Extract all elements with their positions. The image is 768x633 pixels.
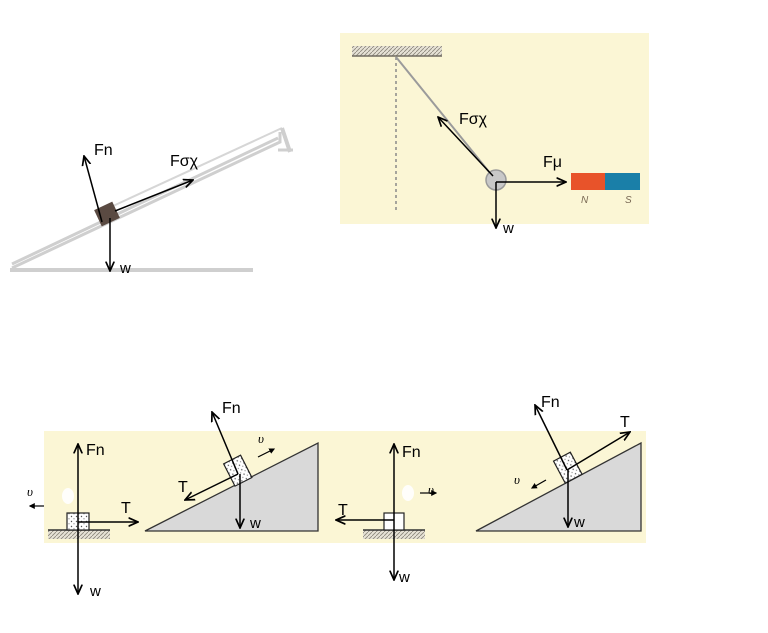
normal-force-arrow [535, 405, 568, 471]
block [94, 201, 120, 227]
weight-label: w [249, 515, 261, 532]
velocity-label: υ [514, 472, 520, 487]
tension-label: T [178, 479, 188, 496]
table-block-right-diagram: υ Fn T w [336, 444, 438, 586]
rope-force-label: Fσχ [170, 153, 199, 170]
velocity-arrow [257, 448, 276, 458]
smoke-puff [402, 485, 414, 501]
normal-force-arrow [84, 156, 103, 223]
wedge [144, 441, 319, 532]
panel-background [340, 33, 649, 224]
rope-force-arrow [114, 180, 193, 212]
tension-label: T [620, 414, 630, 431]
wedge-block-down-diagram: υ Fn T w [475, 394, 642, 532]
ramp-surface [11, 132, 282, 270]
tension-arrow [185, 473, 239, 500]
normal-force-label: Fn [222, 400, 241, 417]
tension-arrow [566, 432, 630, 471]
magnetic-force-label: Fμ [543, 154, 562, 171]
ramp-block-diagram: Fn Fσχ w [10, 127, 293, 277]
weight-label: w [573, 514, 585, 531]
ramp-end-post [280, 127, 292, 153]
normal-force-label: Fn [86, 442, 105, 459]
block [552, 451, 583, 484]
magnet-north-label: N [581, 195, 589, 206]
table-surface [48, 530, 110, 539]
ceiling [352, 46, 442, 56]
rope-force-label: Fσχ [459, 111, 488, 128]
normal-force-arrow [212, 412, 239, 475]
normal-force-label: Fn [402, 444, 421, 461]
weight-label: w [119, 260, 131, 277]
pendulum-magnet-diagram: N S Fσχ Fμ w [340, 33, 649, 237]
velocity-arrow [530, 479, 547, 489]
velocity-label: υ [27, 484, 33, 499]
magnet-south [605, 173, 640, 190]
velocity-label: υ [258, 431, 264, 446]
smoke-puff [62, 488, 74, 504]
rope-force-arrow [438, 117, 494, 177]
tension-label: T [121, 500, 131, 517]
ramp-top-edge [99, 127, 283, 213]
magnet-south-label: S [625, 195, 632, 206]
magnet-north [571, 173, 605, 190]
wedge-block-up-diagram: υ Fn T w [144, 400, 319, 532]
tension-label: T [338, 502, 348, 519]
velocity-label: υ [428, 482, 434, 497]
normal-force-label: Fn [541, 394, 560, 411]
weight-label: w [89, 583, 101, 600]
table-block-left-diagram: υ Fn T w [27, 442, 138, 600]
wedge [475, 441, 642, 532]
weight-label: w [502, 220, 514, 237]
normal-force-label: Fn [94, 142, 113, 159]
weight-label: w [398, 569, 410, 586]
